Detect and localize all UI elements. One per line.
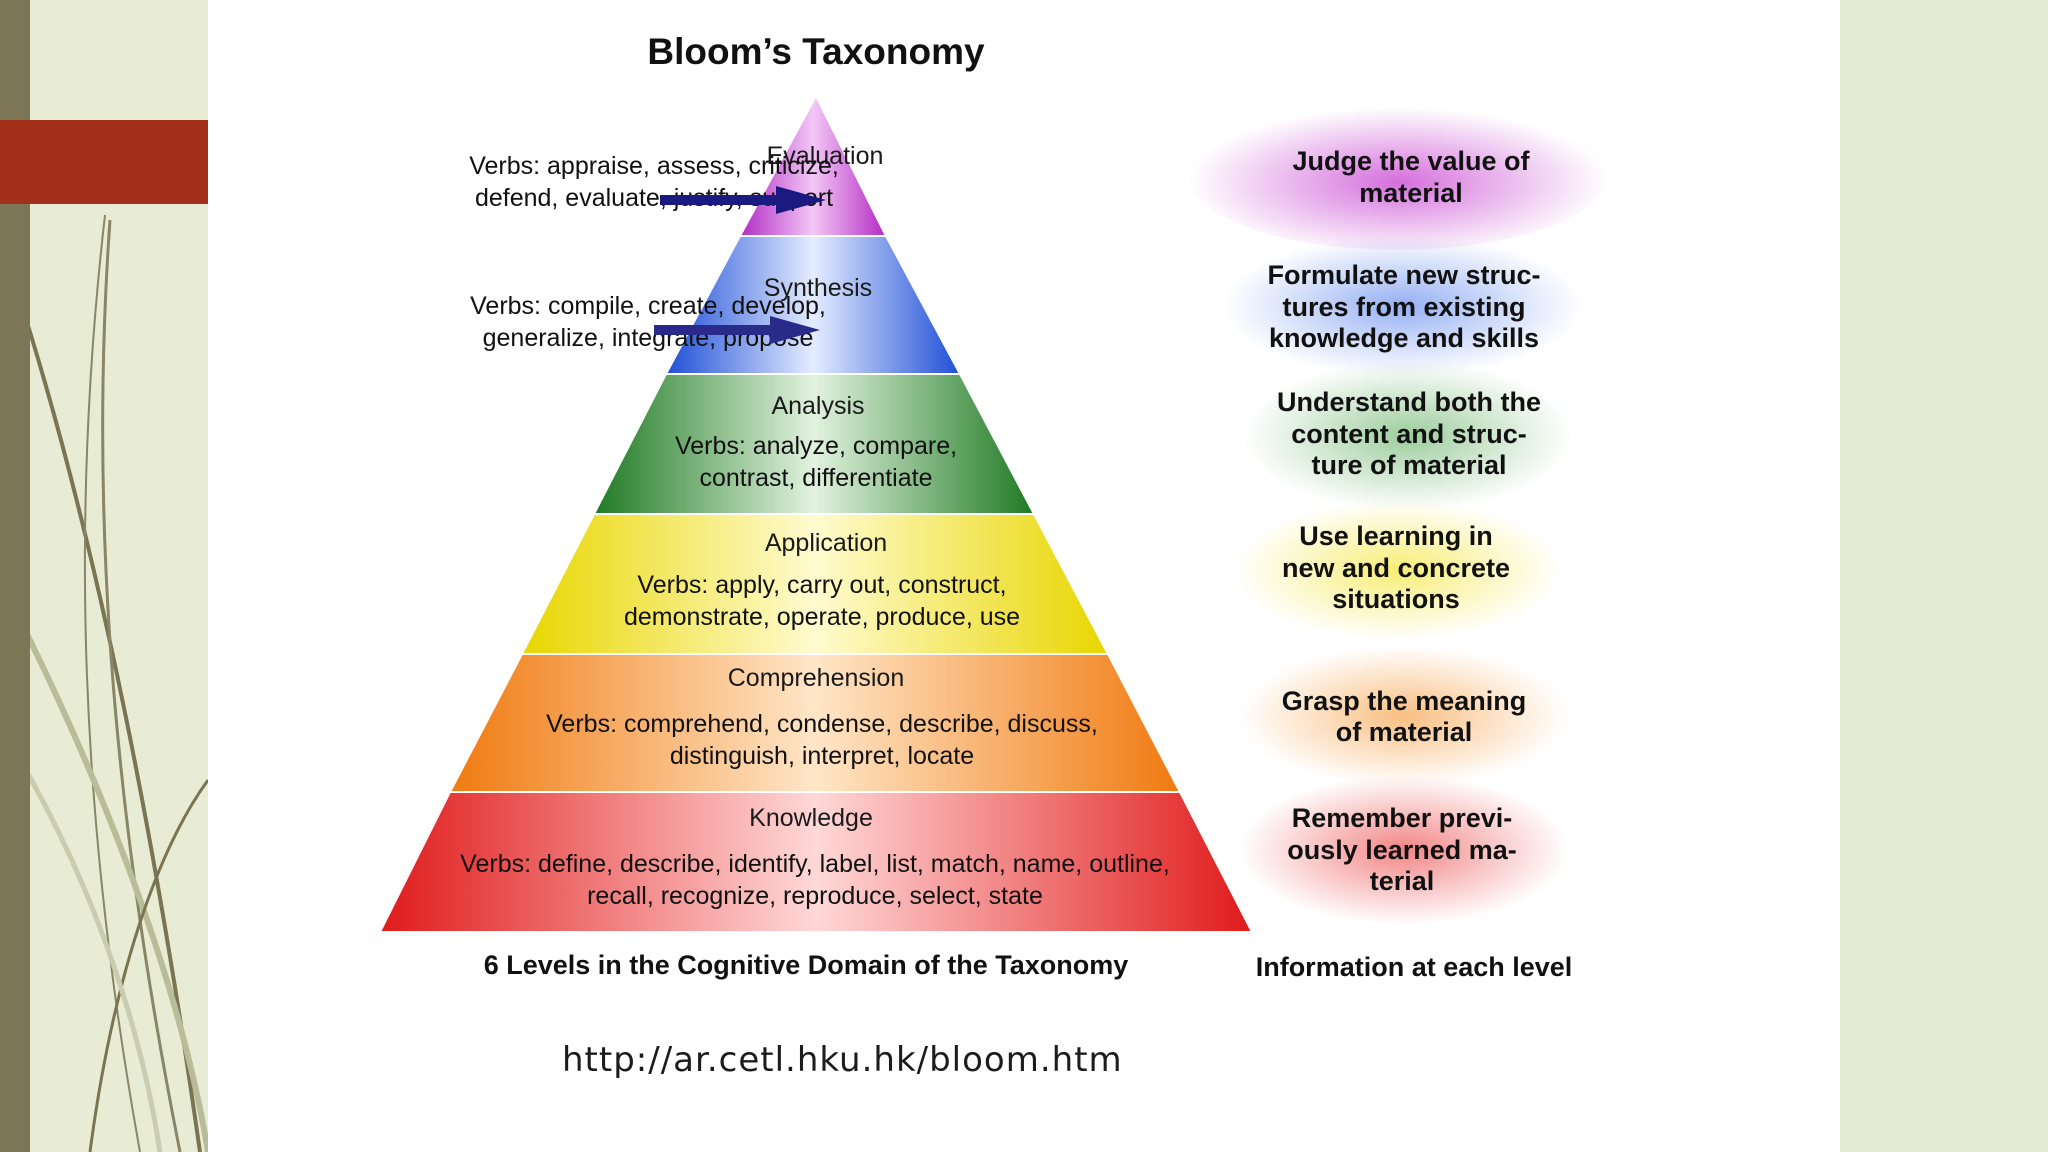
desc-application-line-1: Use learning in bbox=[1299, 521, 1493, 551]
desc-glow-knowledge bbox=[1239, 775, 1569, 925]
desc-evaluation-line-2: material bbox=[1359, 178, 1463, 208]
desc-comprehension-line-2: of material bbox=[1336, 717, 1473, 747]
desc-analysis-line-1: Understand both the bbox=[1277, 387, 1541, 417]
decor-swooshes bbox=[30, 214, 208, 1152]
desc-knowledge-line-2: ously learned ma- bbox=[1287, 835, 1517, 865]
desc-comprehension-line-1: Grasp the meaning bbox=[1282, 686, 1527, 716]
desc-application-line-2: new and concrete bbox=[1282, 553, 1510, 583]
side-verbs-evaluation-line-1: Verbs: appraise, assess, criticize, bbox=[469, 152, 839, 180]
desc-glow-comprehension bbox=[1239, 646, 1569, 786]
arrow-synthesis-icon bbox=[654, 316, 820, 344]
desc-glow-synthesis bbox=[1223, 236, 1583, 376]
verbs-comprehension-line-2: distinguish, interpret, locate bbox=[670, 742, 974, 770]
desc-glow-application bbox=[1233, 500, 1563, 640]
slide: Bloom’s Taxonomy Evaluation Synthesis An… bbox=[208, 0, 1840, 1152]
level-name-application: Application bbox=[765, 529, 887, 557]
level-name-analysis: Analysis bbox=[771, 392, 864, 420]
desc-knowledge-line-3: terial bbox=[1370, 866, 1435, 896]
desc-application-line-3: situations bbox=[1332, 584, 1460, 614]
desc-knowledge-line-1: Remember previ- bbox=[1292, 803, 1513, 833]
desc-analysis-line-2: content and struc- bbox=[1291, 419, 1527, 449]
side-verbs-synthesis-line-1: Verbs: compile, create, develop, bbox=[470, 292, 826, 320]
desc-analysis-line-3: ture of material bbox=[1311, 450, 1506, 480]
desc-evaluation-line-1: Judge the value of bbox=[1292, 146, 1530, 176]
desc-synthesis-line-2: tures from existing bbox=[1282, 292, 1525, 322]
taxonomy-diagram: Bloom’s Taxonomy Evaluation Synthesis An… bbox=[378, 31, 1608, 982]
desc-synthesis-line-3: knowledge and skills bbox=[1269, 323, 1539, 353]
caption-pyramid: 6 Levels in the Cognitive Domain of the … bbox=[484, 950, 1129, 980]
right-decor-panel bbox=[1840, 0, 2048, 1152]
level-name-synthesis: Synthesis bbox=[764, 274, 872, 302]
verbs-application-line-1: Verbs: apply, carry out, construct, bbox=[637, 571, 1006, 599]
level-name-knowledge: Knowledge bbox=[749, 804, 873, 832]
level-name-comprehension: Comprehension bbox=[728, 664, 905, 692]
red-accent-tab bbox=[0, 120, 208, 204]
pyramid-band-knowledge bbox=[378, 791, 1254, 933]
caption-info: Information at each level bbox=[1256, 952, 1573, 982]
verbs-analysis-line-1: Verbs: analyze, compare, bbox=[675, 432, 957, 460]
desc-glow-evaluation bbox=[1188, 100, 1608, 250]
source-url[interactable]: http://ar.cetl.hku.hk/bloom.htm bbox=[562, 1040, 1123, 1080]
verbs-comprehension-line-1: Verbs: comprehend, condense, describe, d… bbox=[546, 710, 1098, 738]
diagram-title: Bloom’s Taxonomy bbox=[647, 31, 985, 72]
level-name-evaluation: Evaluation bbox=[767, 142, 884, 170]
arrow-evaluation-icon bbox=[660, 186, 826, 214]
verbs-knowledge-line-2: recall, recognize, reproduce, select, st… bbox=[587, 882, 1043, 910]
desc-glow-analysis bbox=[1243, 361, 1573, 511]
verbs-application-line-2: demonstrate, operate, produce, use bbox=[624, 603, 1020, 631]
verbs-knowledge-line-1: Verbs: define, describe, identify, label… bbox=[460, 850, 1170, 878]
desc-synthesis-line-1: Formulate new struc- bbox=[1267, 260, 1540, 290]
verbs-analysis-line-2: contrast, differentiate bbox=[699, 464, 932, 492]
